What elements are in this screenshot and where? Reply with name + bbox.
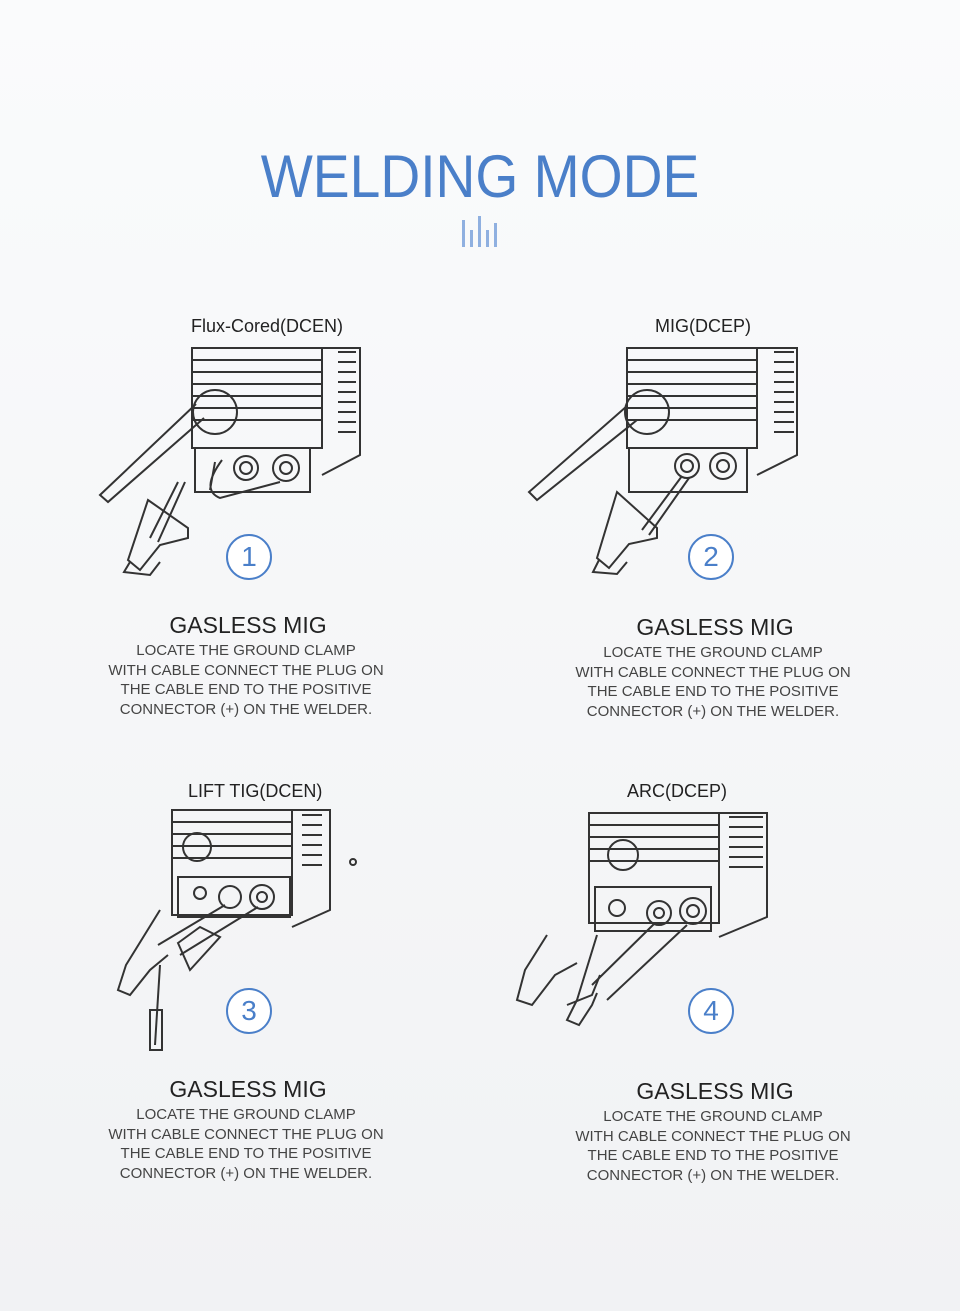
mode-description: LOCATE THE GROUND CLAMP WITH CABLE CONNE… (6, 641, 486, 719)
mode-description: LOCATE THE GROUND CLAMP WITH CABLE CONNE… (6, 1105, 486, 1183)
description-line: WITH CABLE CONNECT THE PLUG ON (575, 663, 851, 681)
description-line: THE CABLE END TO THE POSITIVE (587, 1147, 839, 1164)
mode-label: LIFT TIG(DCEN) (188, 781, 323, 801)
mode-heading: GASLESS MIG (169, 612, 327, 638)
mode-panel-flux-cored: Flux-Cored(DCEN) 1 GASLESS MIG LOCATE TH… (0, 300, 480, 760)
welder-lift-tig-illustration (116, 809, 357, 1051)
description-line: WITH CABLE CONNECT THE PLUG ON (108, 1125, 384, 1143)
welder-arc-illustration (515, 812, 768, 1027)
description-line: CONNECTOR (+) ON THE WELDER. (119, 700, 373, 718)
description-line: CONNECTOR (+) ON THE WELDER. (586, 702, 840, 720)
description-line: CONNECTOR (+) ON THE WELDER. (586, 1166, 840, 1184)
mode-label: MIG(DCEP) (655, 316, 751, 336)
mode-heading: GASLESS MIG (636, 614, 794, 640)
page-title: WELDING MODE (260, 143, 700, 210)
description-line: CONNECTOR (+) ON THE WELDER. (119, 1164, 373, 1182)
description-line: LOCATE THE GROUND CLAMP (603, 644, 823, 661)
step-number-badge: 2 (688, 534, 734, 580)
description-line: WITH CABLE CONNECT THE PLUG ON (108, 661, 384, 679)
mode-heading: GASLESS MIG (169, 1076, 327, 1102)
description-line: LOCATE THE GROUND CLAMP (603, 1108, 823, 1125)
mode-panel-mig: MIG(DCEP) 2 GASLESS MIG LOCATE THE GROUN… (467, 300, 947, 760)
bar-marks-icon (462, 216, 497, 247)
mode-panel-lift-tig: LIFT TIG(DCEN) 3 GASLESS MIG LOCATE THE … (0, 765, 480, 1225)
description-line: WITH CABLE CONNECT THE PLUG ON (575, 1127, 851, 1145)
mode-description: LOCATE THE GROUND CLAMP WITH CABLE CONNE… (473, 643, 953, 721)
description-line: THE CABLE END TO THE POSITIVE (120, 1145, 372, 1162)
description-line: THE CABLE END TO THE POSITIVE (120, 681, 372, 698)
welder-mig-illustration (527, 347, 798, 576)
mode-label: ARC(DCEP) (627, 781, 728, 801)
description-line: LOCATE THE GROUND CLAMP (136, 642, 356, 659)
step-number-badge: 1 (226, 534, 272, 580)
mode-panel-arc: ARC(DCEP) 4 GASLESS MIG LOCATE THE GROUN… (467, 765, 947, 1225)
step-number-badge: 4 (688, 988, 734, 1034)
description-line: LOCATE THE GROUND CLAMP (136, 1106, 356, 1123)
step-number-badge: 3 (226, 988, 272, 1034)
mode-label: Flux-Cored(DCEN) (191, 316, 344, 336)
description-line: THE CABLE END TO THE POSITIVE (587, 683, 839, 700)
welder-flux-cored-illustration (98, 347, 361, 577)
mode-heading: GASLESS MIG (636, 1078, 794, 1104)
mode-description: LOCATE THE GROUND CLAMP WITH CABLE CONNE… (473, 1107, 953, 1185)
